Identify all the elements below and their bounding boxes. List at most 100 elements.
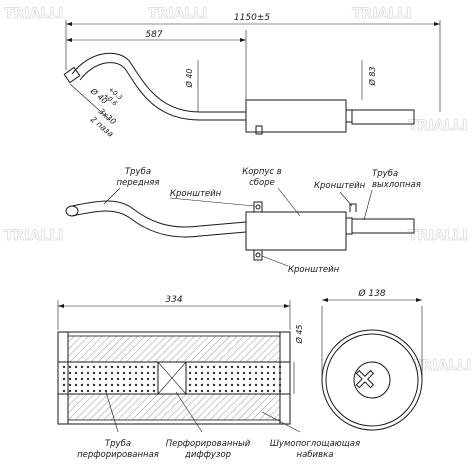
perforation-hole [230, 383, 234, 387]
section-view: 334 Ø 45 Ø 138 Труба перфорированная Пер [57, 288, 423, 460]
perforation-hole [92, 365, 96, 369]
front-pipe-outline [71, 52, 246, 113]
label-bracket-top: Кронштейн [170, 189, 222, 199]
bracket-top [253, 201, 263, 213]
dim-body-height: Ø 40 [184, 68, 194, 88]
end-view-inner [325, 333, 419, 427]
perforation-hole [230, 377, 234, 381]
perforation-hole [110, 383, 114, 387]
perforation-hole [254, 365, 258, 369]
perforation-hole [242, 389, 246, 393]
perforation-hole [134, 377, 138, 381]
perforation-hole [254, 389, 258, 393]
watermark: TRIALLI [408, 118, 467, 134]
perforation-hole [128, 377, 132, 381]
perforation-hole [188, 377, 192, 381]
perforation-hole [62, 383, 66, 387]
perforation-hole [122, 377, 126, 381]
perforation-hole [278, 371, 282, 375]
perforation-hole [104, 371, 108, 375]
perforation-hole [116, 383, 120, 387]
perforation-hole [218, 377, 222, 381]
perforation-hole [140, 389, 144, 393]
perforation-hole [266, 365, 270, 369]
perforation-hole [236, 389, 240, 393]
perforation-hole [230, 389, 234, 393]
perforation-hole [110, 377, 114, 381]
perforation-hole [80, 377, 84, 381]
perforation-hole [188, 371, 192, 375]
label-perforated-diffuser: Перфорированный [166, 439, 251, 449]
perforation-hole [92, 389, 96, 393]
perforation-hole [104, 377, 108, 381]
perforation-hole [272, 371, 276, 375]
watermark-layer: TRIALLI TRIALLI TRIALLI TRIALLI TRIALLI … [4, 6, 472, 375]
perforation-hole [62, 365, 66, 369]
leader-line [261, 411, 301, 433]
perforation-hole [194, 389, 198, 393]
perforation-hole [224, 383, 228, 387]
dim-front-length: 587 [145, 30, 162, 40]
perforation-hole [248, 365, 252, 369]
perforation-hole [116, 365, 120, 369]
perforation-hole [218, 365, 222, 369]
perforation-hole [236, 377, 240, 381]
exhaust-pipe-side [351, 218, 415, 234]
perforation-hole [188, 365, 192, 369]
perforation-hole [98, 377, 102, 381]
dim-total-length: 1150±5 [234, 13, 270, 23]
perforation-hole [194, 383, 198, 387]
label-bracket-right: Кронштейн [314, 181, 366, 191]
perforation-hole [128, 389, 132, 393]
front-pipe-side [71, 200, 247, 228]
perforation-hole [74, 389, 78, 393]
bracket-tab [255, 125, 263, 135]
perforation-hole [74, 371, 78, 375]
watermark: TRIALLI [4, 228, 63, 244]
perforation-hole [146, 377, 150, 381]
perforation-hole [98, 365, 102, 369]
perforation-hole [248, 371, 252, 375]
front-pipe-end [65, 205, 79, 217]
bracket-hole [255, 252, 261, 258]
perforation-hole [134, 371, 138, 375]
perforation-hole [140, 371, 144, 375]
perforation-hole [266, 383, 270, 387]
perforation-hole [212, 371, 216, 375]
perforation-hole [152, 371, 156, 375]
perforation-hole [242, 383, 246, 387]
perforation-hole [86, 365, 90, 369]
perforation-hole [104, 383, 108, 387]
bracket-bottom [253, 249, 263, 261]
perforation-hole [200, 383, 204, 387]
dim-body-diameter: Ø 83 [367, 66, 377, 86]
label-front-pipe: Труба [125, 167, 151, 177]
perforation-hole [272, 377, 276, 381]
perforation-hole [134, 389, 138, 393]
perforation-hole [68, 371, 72, 375]
perforation-hole [200, 371, 204, 375]
perforation-hole [278, 389, 282, 393]
perforation-hole [260, 389, 264, 393]
perforation-hole [212, 389, 216, 393]
perforation-hole [224, 377, 228, 381]
perforation-hole [86, 377, 90, 381]
label-body: Корпус в [242, 167, 282, 177]
perforation-hole [218, 371, 222, 375]
perforation-hole [278, 377, 282, 381]
perforation-hole [248, 383, 252, 387]
leader-line [175, 391, 203, 433]
perforation-hole [242, 365, 246, 369]
leader-line [339, 191, 353, 207]
perforation-hole [152, 383, 156, 387]
perforation-hole [146, 389, 150, 393]
perforation-hole [248, 389, 252, 393]
perforation-hole [134, 383, 138, 387]
perforation-hole [152, 365, 156, 369]
perforation-hole [92, 383, 96, 387]
end-view-pipe [353, 361, 391, 399]
perforation-hole [86, 371, 90, 375]
end-view-outer [321, 329, 423, 431]
perforation-hole [68, 383, 72, 387]
